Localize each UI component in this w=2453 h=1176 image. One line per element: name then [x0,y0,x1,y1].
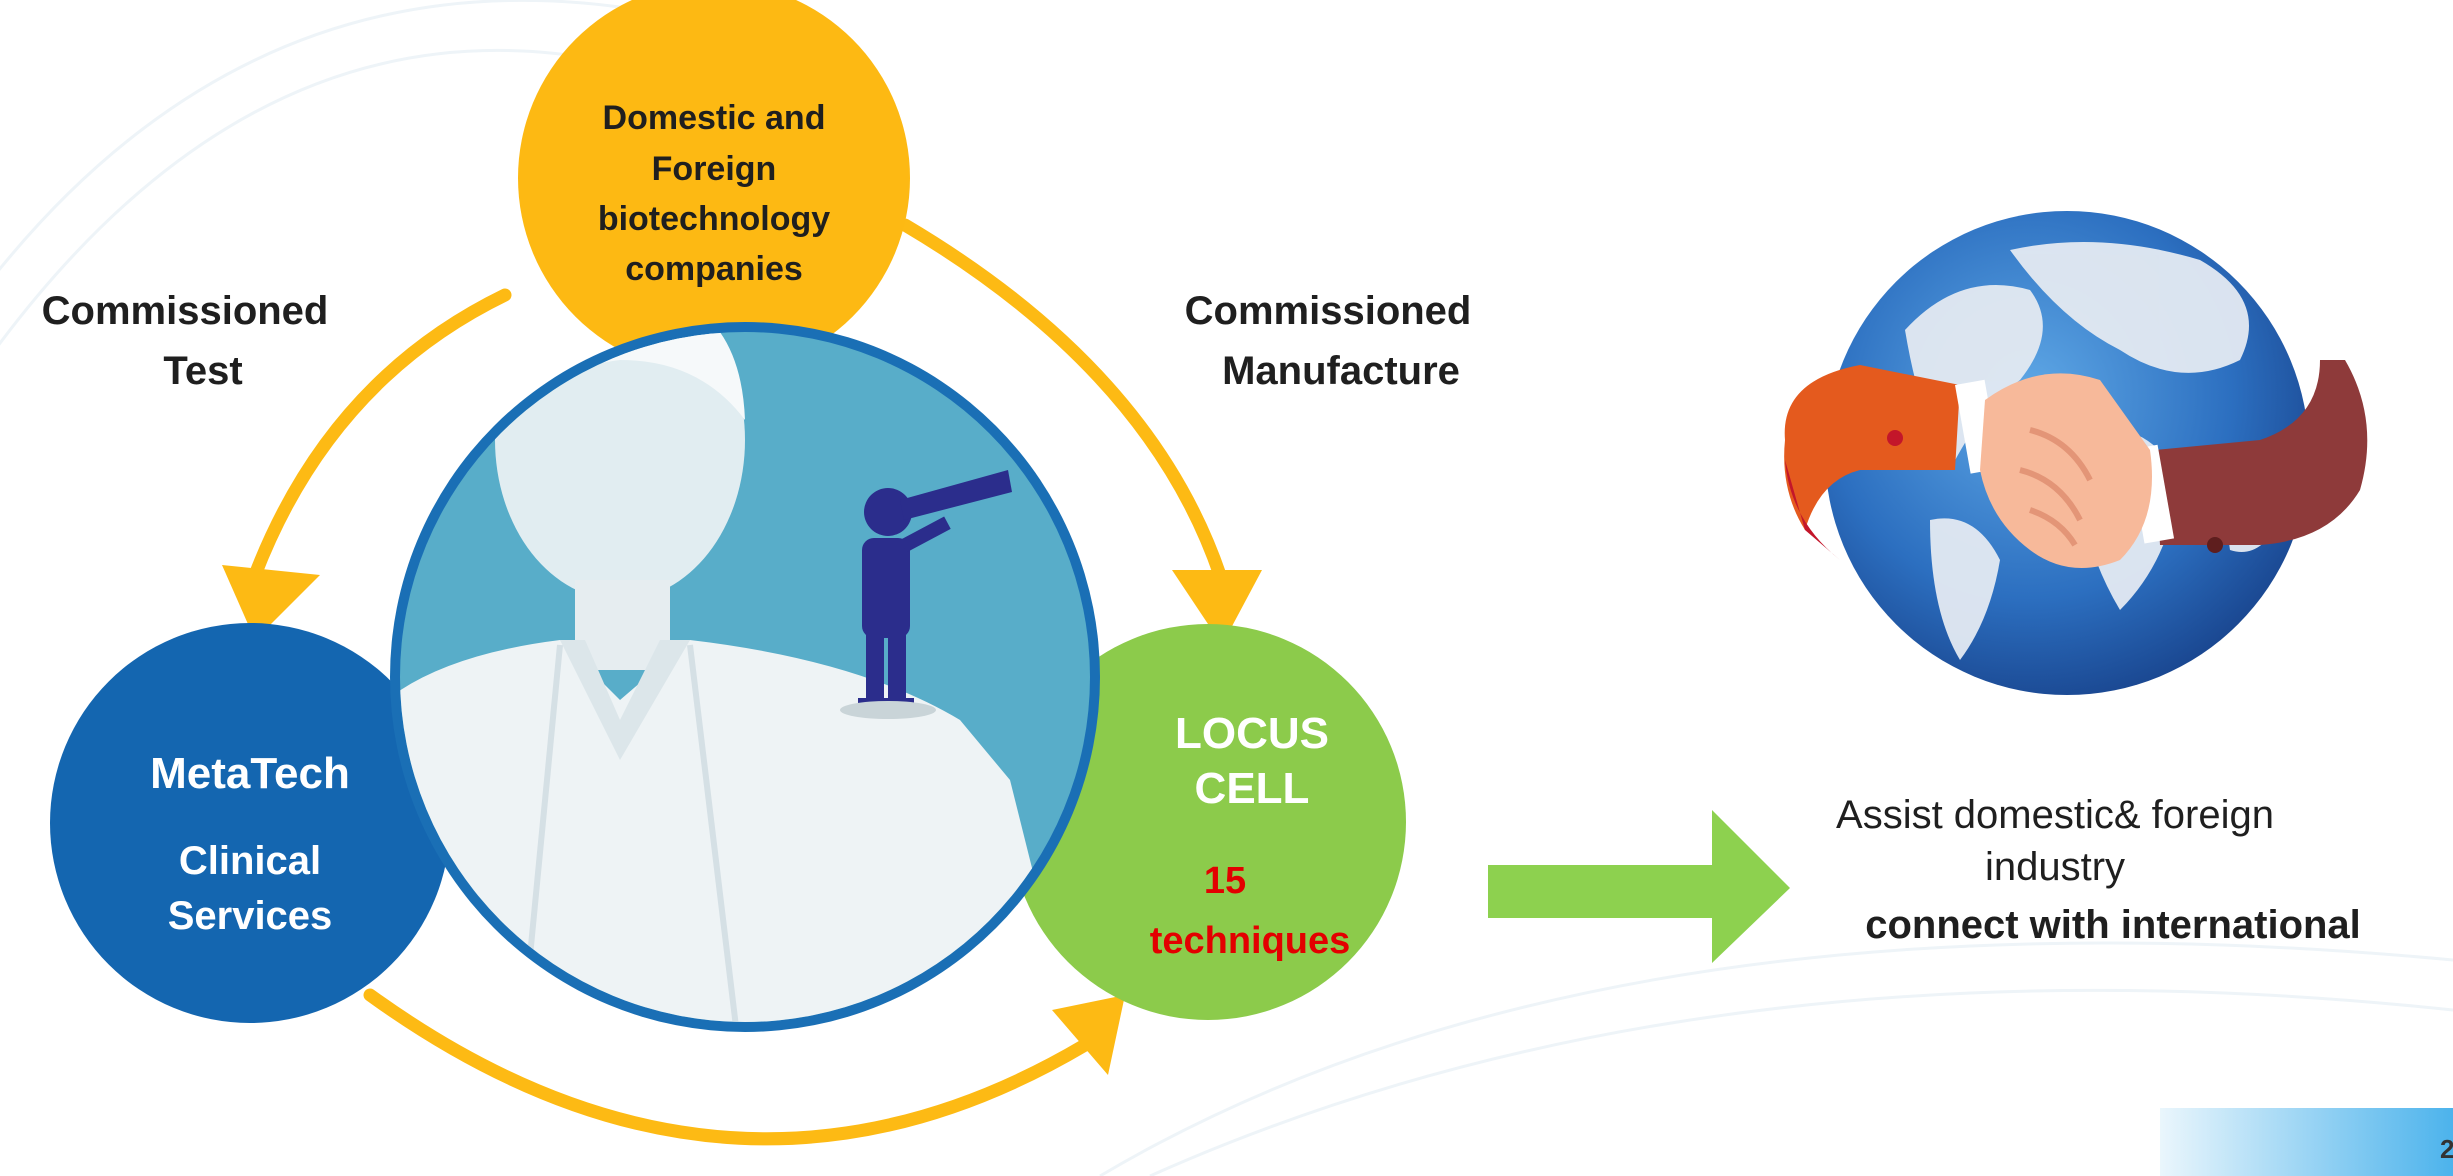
center-illustration [390,322,1100,1032]
arrows-layer [222,218,1262,1146]
arrow-commissioned-manufacture-head [1172,570,1262,645]
callout-line-2: industry [1985,845,2125,889]
handshake-left-sleeve [1784,365,1960,530]
node-locus-cell: LOCUS CELL 15 techniques [1010,624,1406,1020]
globe-handshake [1784,211,2368,695]
arrow-commissioned-test [248,288,512,582]
edge-label-left-2: Test [163,349,242,393]
green-arrow [1488,810,1790,963]
edge-label-left: Commissioned Test [42,289,329,393]
arrow-commissioned-manufacture [898,218,1227,582]
telescope-man [858,470,1012,708]
handshake-hands [1980,373,2152,568]
edge-label-right-1: Commissioned [1185,289,1472,333]
node-metatech: MetaTech Clinical Services [50,623,450,1023]
node-locus-line-1: LOCUS [1175,709,1329,758]
node-biotech-companies: Domestic and Foreign biotechnology compa… [518,0,910,374]
node-biotech-label-1: Domestic and [603,99,826,137]
ghost-lapel-right [687,644,743,1022]
node-metatech-line-2: Services [168,894,333,938]
edge-label-right: Commissioned Manufacture [1185,289,1472,393]
node-locus-line-2: CELL [1195,764,1310,813]
callout-line-1: Assist domestic& foreign [1836,793,2274,837]
node-metatech-line-1: Clinical [179,839,321,883]
callout-text: Assist domestic& foreign industry connec… [1836,793,2361,947]
arrow-bottom-flow-head [1052,995,1125,1075]
telescope-man-shadow [840,701,936,719]
node-biotech-label-2: Foreign [652,150,777,188]
handshake-right-sleeve [2155,360,2368,545]
arrow-commissioned-test-head [222,565,320,640]
node-biotech-label-3: biotechnology [598,200,830,238]
node-metatech-title: MetaTech [150,749,350,798]
ghost-collar [560,640,690,760]
corner-accent [2160,1108,2453,1176]
callout-bold-line: connect with international [1865,903,2361,947]
edge-label-right-2: Manufacture [1222,349,1460,393]
node-locus-highlight-2: techniques [1150,920,1351,962]
node-locus-highlight-1: 15 [1204,860,1246,902]
arrow-bottom-flow [363,988,1092,1146]
node-biotech-label-4: companies [625,250,803,288]
edge-label-left-1: Commissioned [42,289,329,333]
page-number: 2 [2440,1134,2453,1164]
